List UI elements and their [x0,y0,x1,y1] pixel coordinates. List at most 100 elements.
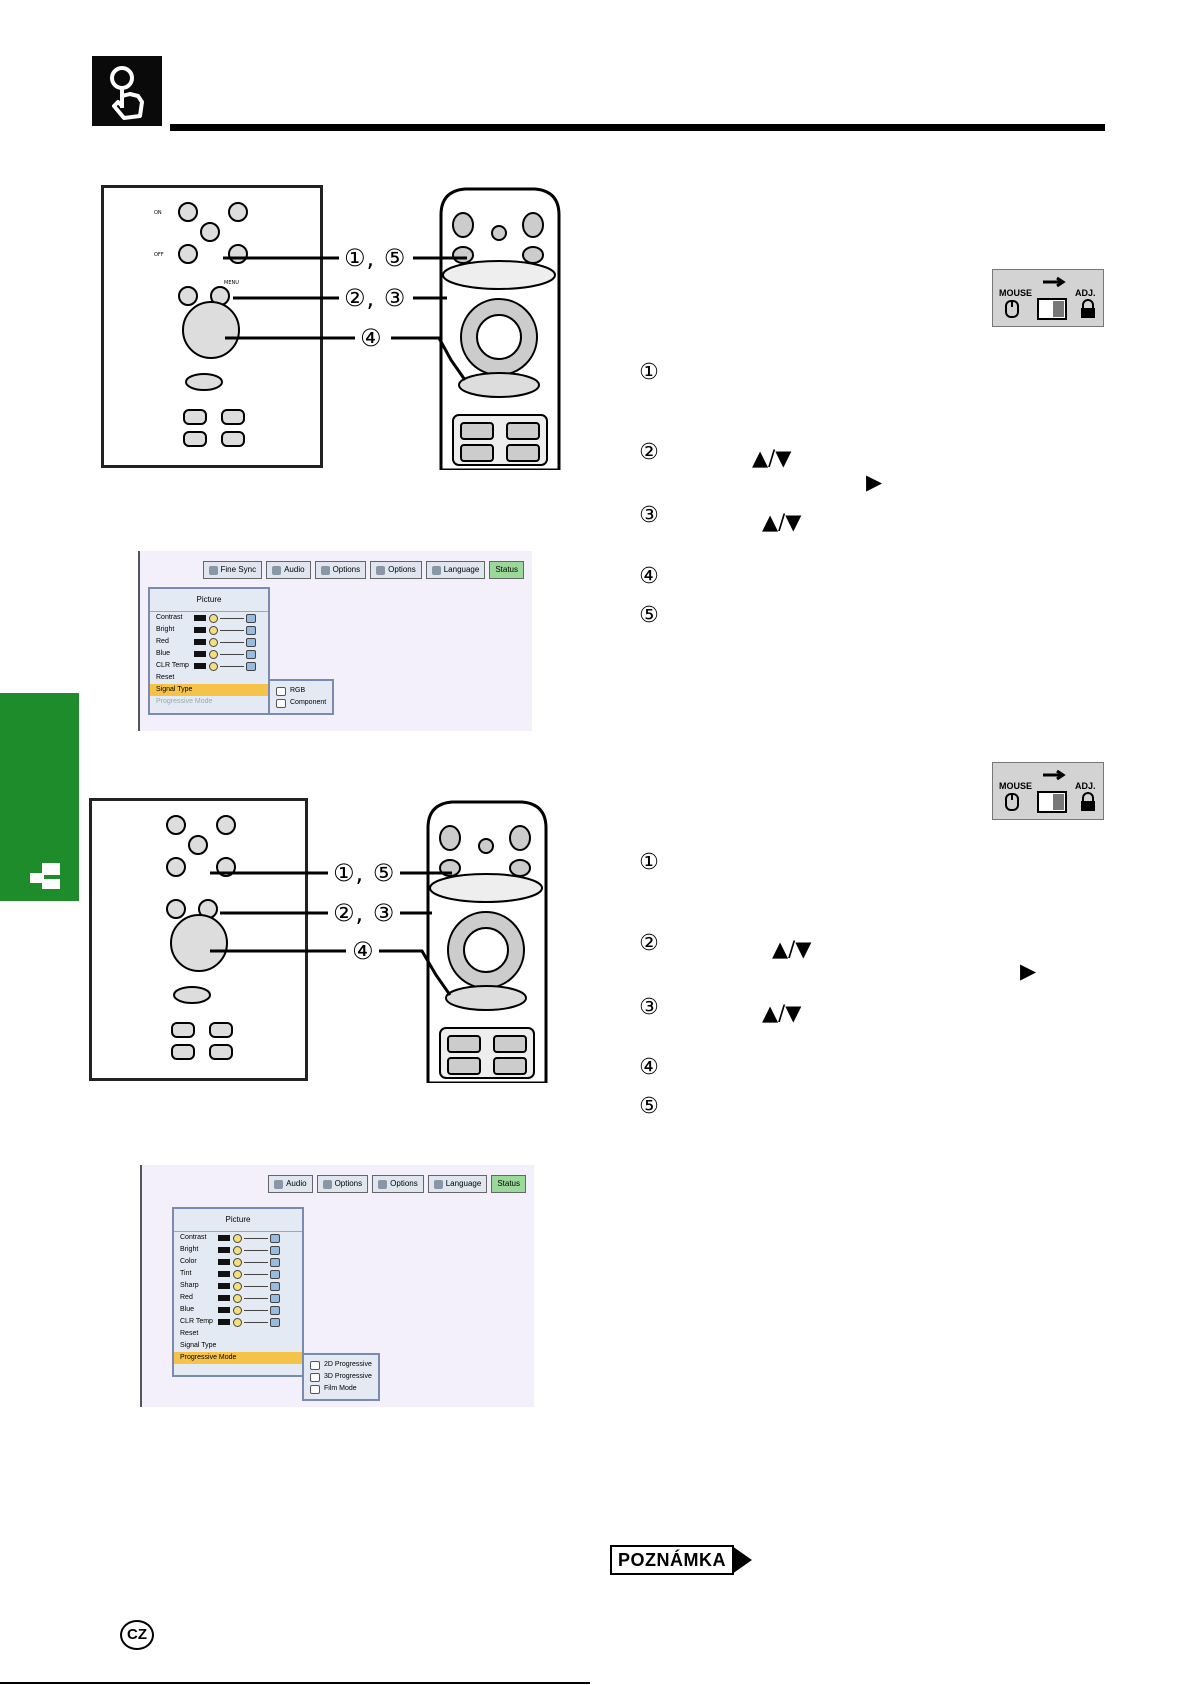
tab-icon [320,565,330,575]
tab-icon [208,565,218,575]
osd-tab-status: Status [489,561,524,579]
projector-panel-figure [89,798,308,1081]
osd-tab-bar: Audio Options Options Language Status [268,1175,526,1193]
osd-row: Red [150,636,268,648]
osd-row: CLR Temp [150,660,268,672]
osd-row: CLR Temp [174,1316,302,1328]
step-number: ③ [639,503,659,528]
osd-row: Contrast [150,612,268,624]
osd-submenu-option: Component [276,697,326,709]
osd-menu-screenshot: Fine Sync Audio Options Options Language… [138,551,532,731]
slide-switch-icon [1037,298,1067,320]
lock-icon [1081,299,1095,318]
callout-label: ④ [348,937,379,965]
callout-label: ②, ③ [340,284,411,312]
tab-icon [431,565,441,575]
up-down-arrows: ▲/▼ [762,510,802,534]
callout-label: ①, ⑤ [340,244,411,272]
osd-tab: Language [425,561,486,579]
osd-tab: Options [316,1175,369,1193]
step-number: ① [639,850,659,875]
osd-tab-bar: Fine Sync Audio Options Options Language… [202,561,524,579]
remote-control-figure [435,185,565,470]
step-number: ② [639,440,659,465]
osd-submenu-option: 2D Progressive [310,1359,372,1371]
tab-icon [376,565,386,575]
svg-text:MENU: MENU [224,280,239,286]
step-number: ④ [639,1055,659,1080]
osd-tab: Audio [268,1175,313,1193]
callout-label: ①, ⑤ [329,859,400,887]
callout-label: ④ [356,324,387,352]
osd-submenu: RGB Component [268,679,335,715]
osd-row: Sharp [174,1280,302,1292]
language-badge: CZ [120,1620,154,1650]
tab-icon [274,1179,284,1189]
osd-picture-menu: Picture Contrast Bright Red Blue CLR Tem… [148,587,270,715]
osd-row: Bright [150,624,268,636]
osd-tab: Language [427,1175,488,1193]
mode-switch-badge: MOUSE ADJ. [992,269,1104,327]
osd-row-reset: Reset [180,1330,199,1337]
osd-menu-title: Picture [150,589,268,612]
osd-tab: Options [370,561,422,579]
osd-tab: Options [372,1175,424,1193]
osd-submenu-option: Film Mode [310,1383,372,1395]
osd-row: Tint [174,1268,302,1280]
up-down-arrows: ▲/▼ [762,1001,802,1025]
callout-lines-lower [210,871,452,996]
header-rule [170,124,1105,131]
osd-menu-title: Picture [174,1209,302,1232]
step-number: ③ [639,995,659,1020]
osd-submenu-option: 3D Progressive [310,1371,372,1383]
note-label-text: POZNÁMKA [610,1545,734,1575]
slide-switch-icon [1037,791,1067,813]
tab-icon [272,565,282,575]
section-side-tab [0,693,79,901]
mode-switch-badge: MOUSE ADJ. [992,762,1104,820]
osd-row: Blue [174,1304,302,1316]
switch-arrow-icon [1043,276,1066,288]
callout-lines-upper [223,256,467,381]
osd-row-signal-type: Signal Type [150,684,268,696]
up-down-arrows: ▲/▼ [752,446,792,470]
step-number: ④ [639,564,659,589]
osd-row-signal-type: Signal Type [180,1342,217,1349]
hand-pointer-icon [92,56,162,126]
osd-submenu-option: RGB [276,685,326,697]
osd-row: Contrast [174,1232,302,1244]
osd-tab: Fine Sync [202,561,263,579]
switch-arrow-icon [1043,769,1066,781]
mouse-icon [1005,793,1019,811]
up-down-arrows: ▲/▼ [772,937,812,961]
step-number: ① [639,360,659,385]
connection-icon [30,863,60,889]
osd-row-progressive-mode: Progressive Mode [174,1352,302,1364]
step-number: ② [639,931,659,956]
tab-icon [378,1179,388,1189]
mouse-icon [1005,300,1019,318]
osd-row: Bright [174,1244,302,1256]
step-number: ⑤ [639,603,659,628]
right-arrow: ▶ [1020,959,1037,983]
osd-row: Color [174,1256,302,1268]
remote-control-figure [422,798,552,1083]
note-arrow-icon [732,1546,752,1574]
osd-row: Red [174,1292,302,1304]
tab-icon [433,1179,443,1189]
svg-text:OFF: OFF [154,252,164,258]
osd-picture-menu: Picture Contrast Bright Color Tint Sharp… [172,1207,304,1377]
projector-panel-figure: ON OFF MENU [101,185,323,468]
osd-tab-status: Status [491,1175,526,1193]
lock-icon [1081,792,1095,811]
osd-menu-screenshot: Audio Options Options Language Status Pi… [140,1165,534,1407]
osd-row-progressive-mode: Progressive Mode [156,698,213,705]
osd-submenu: 2D Progressive 3D Progressive Film Mode [302,1353,380,1401]
footer-rule [0,1682,590,1684]
callout-label: ②, ③ [329,899,400,927]
note-label: POZNÁMKA [610,1545,752,1575]
right-arrow: ▶ [866,470,883,494]
osd-row: Blue [150,648,268,660]
tab-icon [322,1179,332,1189]
svg-text:ON: ON [154,210,162,216]
